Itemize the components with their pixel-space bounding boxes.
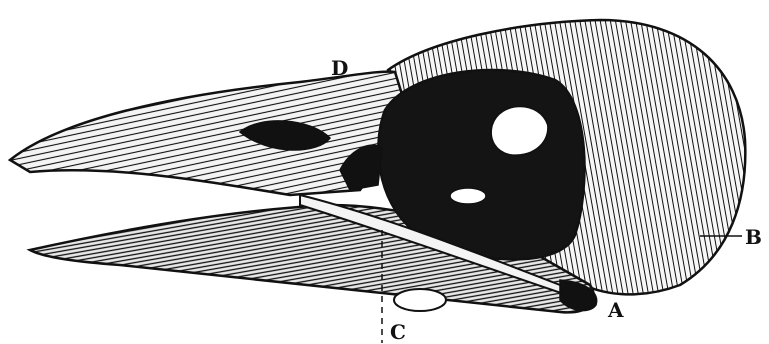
label-a: A (608, 300, 624, 320)
orbit-foramen (491, 106, 548, 155)
orbit-lower-opening (450, 188, 486, 204)
label-b: B (745, 227, 762, 247)
jaw-opening (394, 289, 446, 311)
label-d: D (331, 58, 348, 78)
label-c: C (390, 322, 406, 342)
